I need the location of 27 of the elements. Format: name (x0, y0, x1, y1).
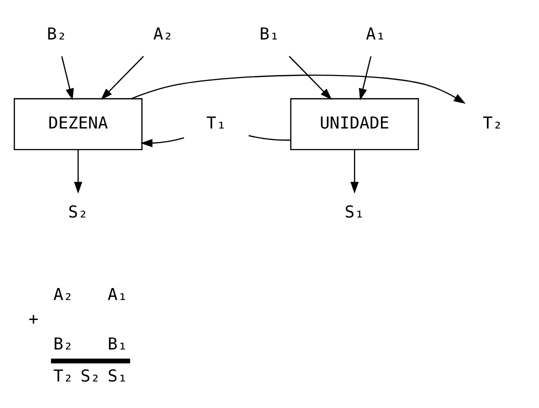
arrow (61, 56, 74, 100)
node-text: B₂ (46, 24, 67, 43)
label: T₂ (53, 366, 74, 385)
node-text: B₁ (260, 24, 280, 43)
node-text: T₂ (482, 113, 503, 132)
node-text: A₂ (153, 24, 174, 43)
label: B₁ (108, 334, 128, 353)
arrow (358, 56, 372, 100)
node-text: T₁ (206, 113, 226, 132)
label: S₂ (80, 366, 100, 385)
arrow (350, 150, 359, 194)
label: S₁ (108, 366, 128, 385)
node-box: DEZENA (14, 98, 143, 150)
connector (248, 134, 290, 140)
arrow (74, 150, 82, 194)
label: A₁ (108, 284, 128, 304)
node-text: A₁ (366, 24, 386, 43)
node-text: S₁ (344, 202, 364, 222)
label: A₂ (53, 284, 74, 304)
node-box: UNIDADE (290, 98, 419, 150)
arrow (140, 136, 184, 147)
arrow (130, 74, 466, 104)
node-text: S₂ (68, 202, 88, 222)
label: B₂ (53, 334, 74, 353)
arrow (100, 55, 144, 100)
arrow (288, 55, 332, 100)
label: + (28, 309, 38, 328)
